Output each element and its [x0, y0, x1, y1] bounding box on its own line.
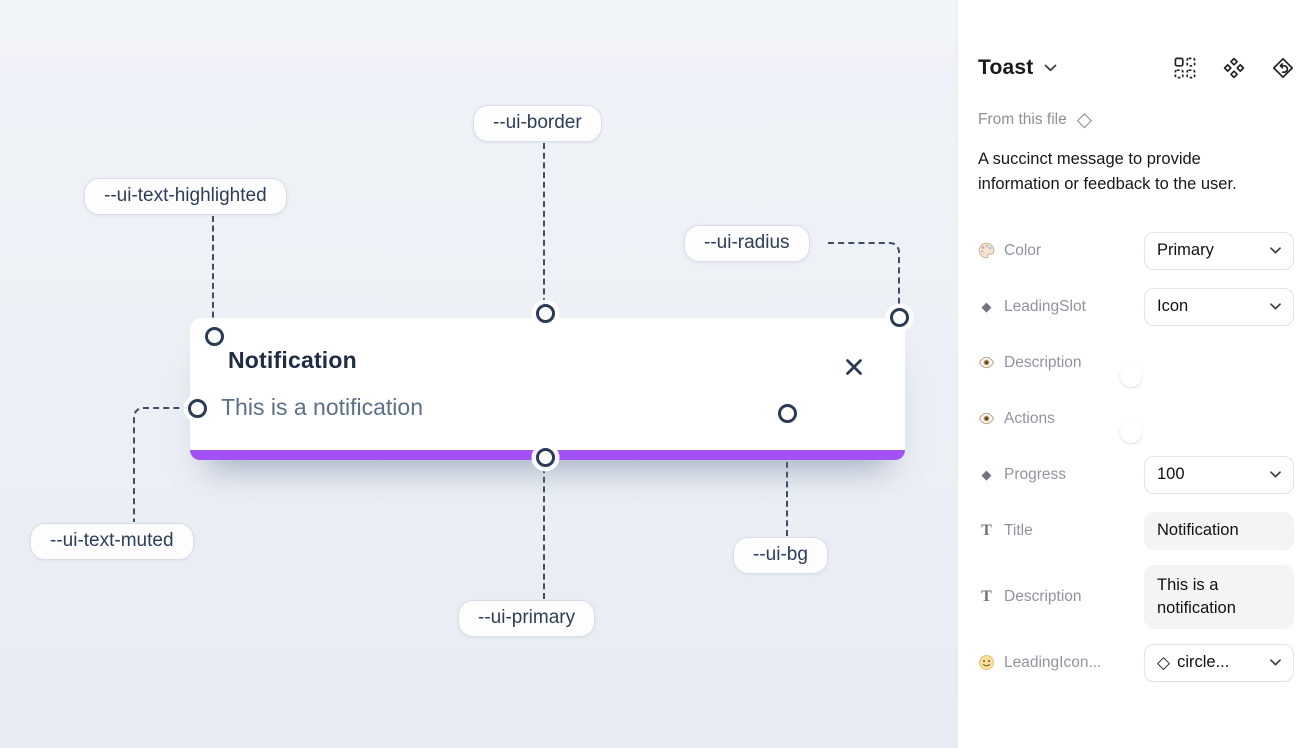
- variant-diamond-icon: ◆: [981, 298, 992, 314]
- eye-icon: [978, 354, 995, 371]
- toast-description: This is a notification: [221, 394, 423, 420]
- chevron-down-icon: [1270, 659, 1281, 666]
- prop-label-leadingslot: LeadingSlot: [1004, 297, 1086, 315]
- preview-canvas[interactable]: Notification This is a notification --ui…: [0, 0, 957, 748]
- prop-row-leadingicon: LeadingIcon... ◇ circle...: [978, 635, 1294, 691]
- color-select[interactable]: Primary: [1144, 231, 1294, 270]
- prop-row-title: T Title Notification: [978, 503, 1294, 559]
- variant-diamond-icon: ◆: [981, 466, 992, 482]
- instance-grid-icon[interactable]: [1174, 57, 1196, 79]
- prop-row-actions-toggle: Actions: [978, 391, 1294, 447]
- prop-label-title: Title: [1004, 521, 1033, 539]
- eye-icon: [978, 410, 995, 427]
- prop-row-description-text: T Description This is a notification: [978, 559, 1294, 635]
- css-var-label-primary[interactable]: --ui-primary: [458, 600, 596, 637]
- css-var-label-text-highlighted[interactable]: --ui-text-highlighted: [84, 178, 287, 215]
- leadingicon-select[interactable]: ◇ circle...: [1144, 643, 1294, 682]
- connector-dot-primary[interactable]: [536, 448, 555, 467]
- prop-row-progress: ◆ Progress 100: [978, 447, 1294, 503]
- progress-select[interactable]: 100: [1144, 455, 1294, 494]
- prop-label-description-text: Description: [1004, 587, 1082, 605]
- css-var-label-bg[interactable]: --ui-bg: [733, 537, 828, 574]
- connector-dot-bg[interactable]: [778, 404, 797, 423]
- connector-dot-text-muted[interactable]: [188, 399, 207, 418]
- chevron-down-icon[interactable]: [1044, 64, 1057, 72]
- text-prop-icon: T: [981, 521, 992, 539]
- connector-line-border: [543, 143, 545, 304]
- prop-row-color: Color Primary: [978, 223, 1294, 279]
- prop-label-description: Description: [1004, 353, 1082, 371]
- chevron-down-icon: [1270, 247, 1281, 254]
- prop-label-progress: Progress: [1004, 465, 1067, 483]
- close-icon[interactable]: [841, 354, 867, 380]
- component-properties-panel: Toast: [957, 0, 1312, 748]
- toast-component-preview[interactable]: Notification This is a notification: [190, 318, 905, 460]
- chevron-down-icon: [1270, 303, 1281, 310]
- prop-label-leadingicon: LeadingIcon...: [1004, 653, 1102, 671]
- description-text-field[interactable]: This is a notification: [1144, 564, 1294, 629]
- property-list: Color Primary ◆ LeadingSlot: [978, 223, 1294, 691]
- css-var-label-radius[interactable]: --ui-radius: [684, 225, 810, 262]
- prop-row-description-toggle: Description: [978, 335, 1294, 391]
- header-actions: [1174, 57, 1294, 79]
- panel-header: Toast: [978, 56, 1294, 80]
- palette-icon: [978, 242, 995, 259]
- connector-line-primary: [543, 467, 545, 599]
- toast-title: Notification: [228, 347, 357, 373]
- connector-line-bg: [786, 423, 788, 536]
- connector-line-text-muted: [133, 407, 189, 522]
- instance-diamond-icon: ◇: [1157, 652, 1171, 672]
- title-text-field[interactable]: Notification: [1144, 511, 1294, 550]
- chevron-down-icon: [1270, 471, 1281, 478]
- prop-label-actions: Actions: [1004, 409, 1055, 427]
- toggle-knob: [1119, 365, 1142, 387]
- prop-row-leadingslot: ◆ LeadingSlot Icon: [978, 279, 1294, 335]
- connector-dot-radius[interactable]: [890, 308, 909, 327]
- prop-label-color: Color: [1004, 241, 1042, 259]
- go-to-main-component-icon[interactable]: [1272, 57, 1294, 79]
- css-var-label-border[interactable]: --ui-border: [473, 105, 602, 142]
- text-prop-icon: T: [981, 587, 992, 605]
- toggle-knob: [1119, 421, 1142, 443]
- component-name[interactable]: Toast: [978, 56, 1034, 79]
- source-label: From this file: [978, 111, 1067, 128]
- component-description: A succinct message to provide informatio…: [978, 150, 1237, 193]
- connector-line-text-highlighted: [212, 216, 214, 327]
- css-var-label-text-muted[interactable]: --ui-text-muted: [30, 523, 194, 560]
- variants-icon[interactable]: [1223, 57, 1245, 79]
- source-row: From this file ◇: [978, 110, 1294, 130]
- leadingslot-select[interactable]: Icon: [1144, 287, 1294, 326]
- component-diamond-icon: ◇: [1076, 109, 1093, 131]
- smiley-icon: [978, 654, 995, 671]
- connector-line-radius: [828, 242, 900, 306]
- connector-dot-text-highlighted[interactable]: [205, 327, 224, 346]
- connector-dot-border[interactable]: [536, 304, 555, 323]
